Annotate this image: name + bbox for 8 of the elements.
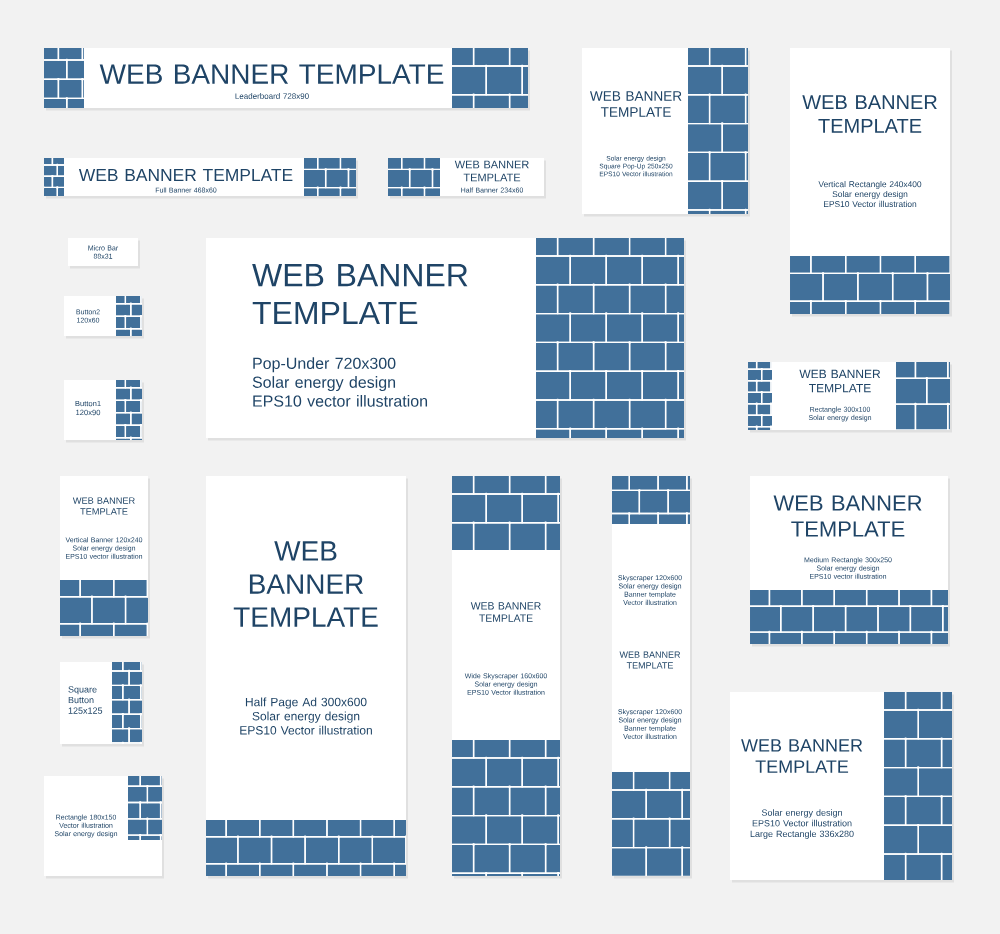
banner-heading: WEB BANNER TEMPLATE (99, 64, 444, 84)
banner-heading: WEB BANNER TEMPLATE (78, 169, 293, 181)
banner-heading: WEB BANNER TEMPLATE (802, 95, 937, 133)
banner-heading: WEB BANNER TEMPLATE (233, 541, 378, 627)
banner-heading: WEB BANNER TEMPLATE (252, 264, 468, 324)
banner-caption: Pop-Under 720x300 Solar energy design EPS10 vector illustration (252, 357, 428, 407)
banner-heading: WEB BANNER TEMPLATE (741, 739, 863, 773)
banner-heading: WEB BANNER TEMPLATE (773, 495, 922, 537)
